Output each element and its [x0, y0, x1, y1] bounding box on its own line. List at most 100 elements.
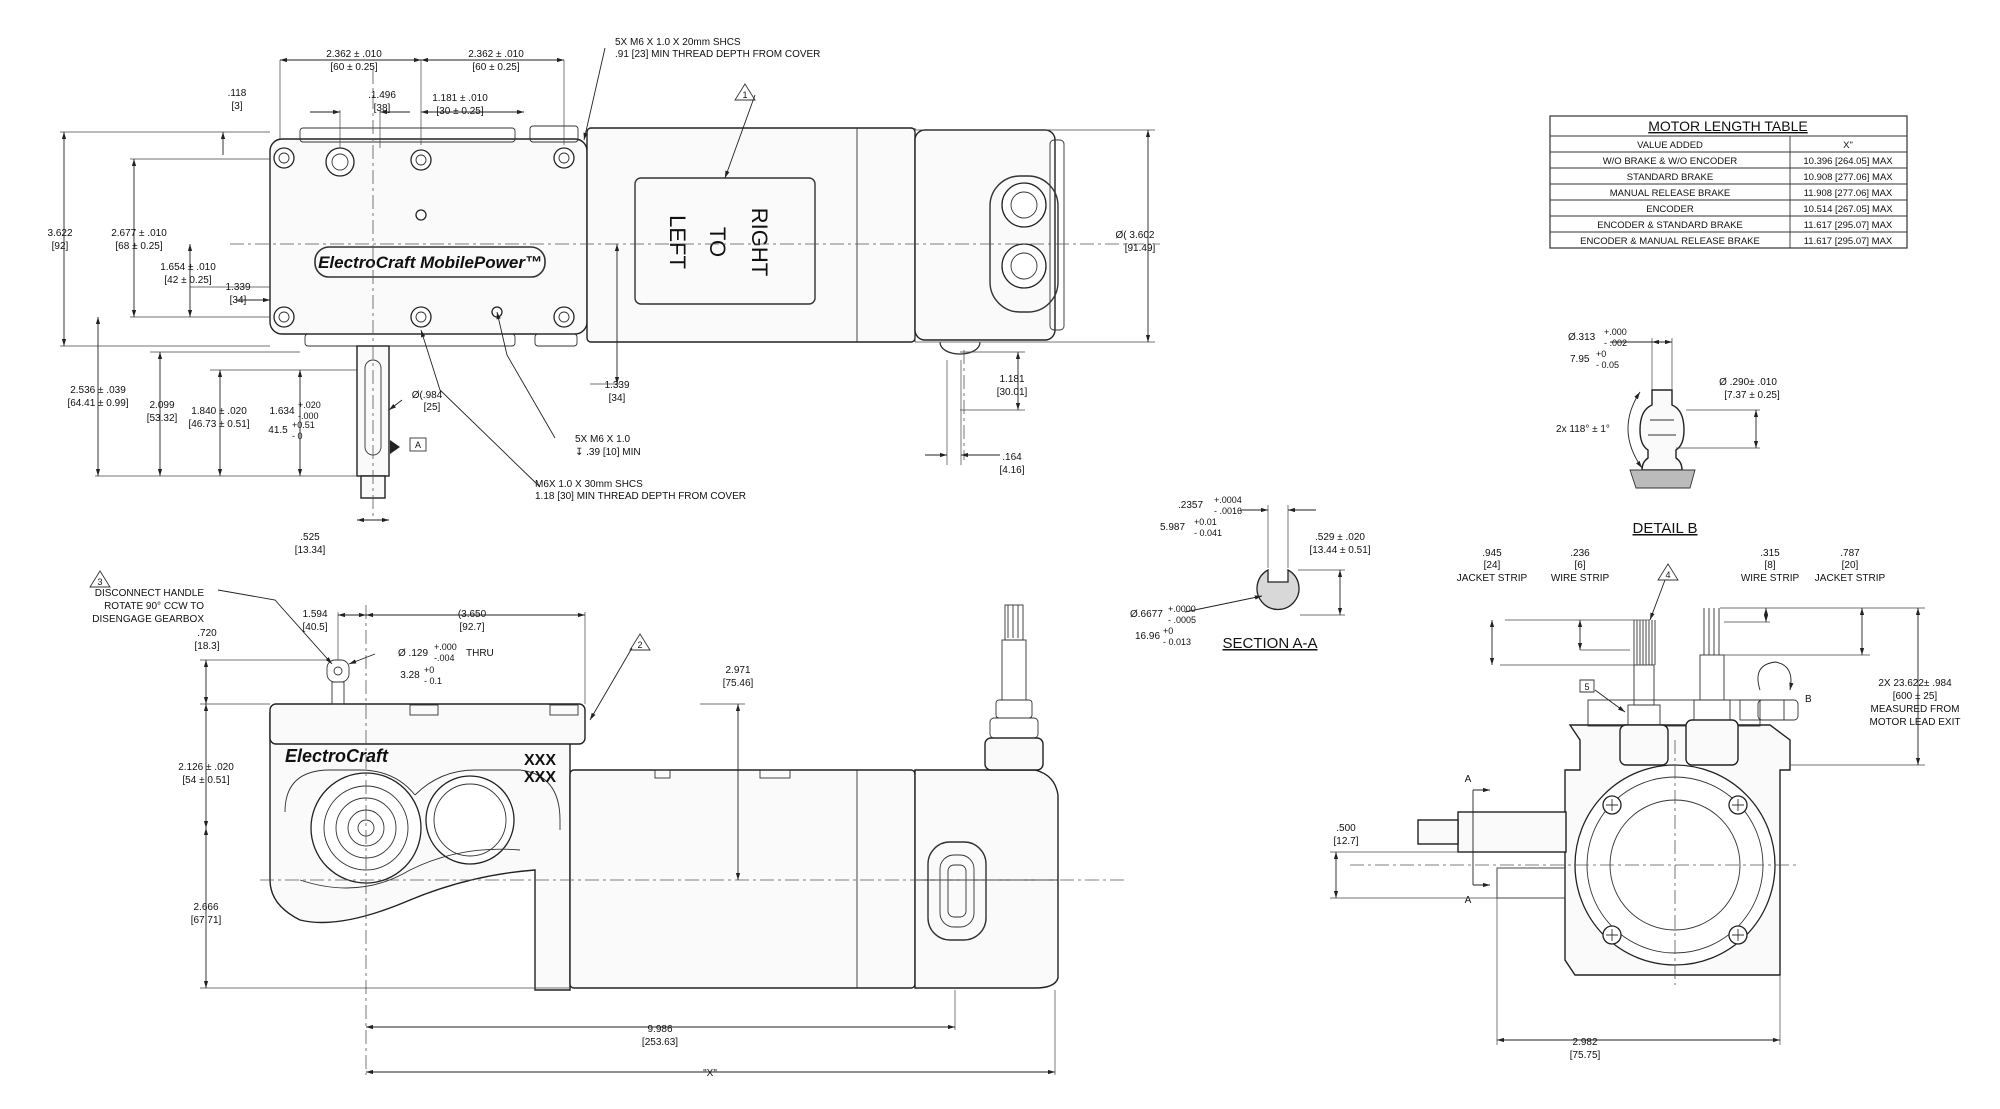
dimension-label: [38] [374, 103, 391, 114]
dimension-label: LEFT [665, 215, 690, 269]
table-cell: MANUAL RELEASE BRAKE [1610, 188, 1731, 199]
dimension-label: [12.7] [1333, 836, 1358, 847]
dimension-label: - 0.013 [1163, 637, 1191, 647]
dimension-label: A [1465, 774, 1472, 785]
dimension-label: 1.181 ± .010 [432, 93, 488, 104]
dimension-label: 2.666 [193, 902, 218, 913]
dimension-label: 1.18 [30] MIN THREAD DEPTH FROM COVER [535, 491, 746, 502]
dimension-label: -.000 [298, 411, 319, 421]
dimension-label: MOTOR LEAD EXIT [1870, 717, 1961, 728]
dimension-label: .720 [197, 628, 217, 639]
dimension-label: [13.44 ± 0.51] [1309, 545, 1370, 556]
dimension-label: 2.099 [149, 400, 174, 411]
dimension-label: 16.96 [1135, 631, 1160, 642]
dimension-label: .525 [300, 532, 320, 543]
dimension-label: [46.73 ± 0.51] [188, 419, 249, 430]
dimension-label: [34] [230, 295, 247, 306]
dimension-label: (3.650 [458, 609, 487, 620]
gearbox-housing [269, 138, 588, 335]
dimension-label: A [1465, 895, 1472, 906]
dimension-label: 2.982 [1572, 1037, 1597, 1048]
dimension-label: [7.37 ± 0.25] [1724, 390, 1780, 401]
dimension-label: [4.16] [999, 465, 1024, 476]
dimension-label: [92] [52, 241, 69, 252]
front-view: ElectroCraft XXX XXX [89, 570, 1125, 1079]
dimension-label: [30.01] [997, 387, 1028, 398]
dimension-label: 1.339 [604, 380, 629, 391]
dimension-label: .1.496 [368, 90, 396, 101]
dimension-label: 1.339 [225, 282, 250, 293]
section-aa: .2357 +.0004 - .0016 5.987 +0.01 - 0.041… [1130, 495, 1371, 652]
dimension-label: .945 [1482, 548, 1502, 559]
dimension-label: DISCONNECT HANDLE [95, 588, 205, 599]
dimension-label: -.004 [434, 653, 455, 663]
dimension-label: [42 ± 0.25] [164, 275, 211, 286]
dimension-label: A [415, 440, 421, 450]
dimension-label: WIRE STRIP [1551, 573, 1610, 584]
dimension-label: [75.75] [1570, 1050, 1601, 1061]
side-wire-bundle-left [1633, 620, 1656, 665]
dimension-label: - .0016 [1214, 506, 1242, 516]
dimension-label: [253.63] [642, 1037, 678, 1048]
section-title: SECTION A-A [1222, 635, 1317, 652]
dimension-label: - .002 [1604, 338, 1627, 348]
dimension-label: [24] [1484, 560, 1501, 571]
table-cell: ENCODER [1646, 204, 1694, 215]
dimension-label: [60 ± 0.25] [330, 62, 377, 73]
dimension-label: JACKET STRIP [1457, 573, 1528, 584]
dimension-label: Ø.6677 [1130, 609, 1163, 620]
dimension-label: +.000 [1604, 327, 1627, 337]
dimension-label: [3] [231, 101, 242, 112]
dimension-label: +0 [1163, 626, 1173, 636]
dimension-label: 2x 118° ± 1° [1556, 424, 1610, 435]
cover-bolts [273, 147, 575, 328]
dimension-label: [25] [424, 402, 441, 413]
table-cell: 10.908 [277.06] MAX [1803, 172, 1893, 183]
dimension-label: JACKET STRIP [1815, 573, 1886, 584]
dimension-label: [91.49] [1125, 243, 1156, 254]
dimension-label: - .0005 [1168, 615, 1196, 625]
dimension-label: +0.51 [292, 420, 315, 430]
shaft-section [1256, 568, 1300, 611]
dimension-label: +.000 [434, 642, 457, 652]
dimension-label: THRU [466, 648, 494, 659]
dimension-label: 5.987 [1160, 522, 1185, 533]
dimension-label: M6X 1.0 X 30mm SHCS [535, 479, 643, 490]
dimension-label: 2.126 ± .020 [178, 762, 234, 773]
dimension-label: B [1805, 694, 1812, 705]
top-view: ElectroCraft MobilePower™ LEFT TO RIGHT [47, 37, 1160, 556]
dimension-label: 2.362 ± .010 [468, 49, 524, 60]
dimension-label: 2.362 ± .010 [326, 49, 382, 60]
dimension-label: Ø( 3.602 [1116, 230, 1155, 241]
dimension-label: [40.5] [302, 622, 327, 633]
dimension-label: 3.28 [400, 670, 420, 681]
detail-title: DETAIL B [1632, 520, 1697, 537]
dimension-label: .236 [1570, 548, 1590, 559]
dimension-label: .500 [1336, 823, 1356, 834]
dimension-label: 3 [97, 577, 102, 587]
dimension-label: 9.986 [647, 1024, 672, 1035]
table-cell: 11.908 [277.06] MAX [1804, 188, 1893, 199]
dimension-label: 3.622 [47, 228, 72, 239]
dimension-label: Ø(.984 [412, 390, 443, 401]
dimension-label: [600 ± 25] [1893, 691, 1938, 702]
dimension-label: - 0.05 [1596, 360, 1619, 370]
dimension-label: [13.34] [295, 545, 326, 556]
dimension-label: - 0.1 [424, 676, 442, 686]
dimension-label: [68 ± 0.25] [115, 241, 162, 252]
side-view: B A A .945 [24] JACKET STRIP [1330, 548, 1960, 1061]
dimension-label: 5 [1584, 682, 1589, 692]
table-cell: 10.514 [267.05] MAX [1803, 204, 1893, 215]
front-logo-text: ElectroCraft [285, 746, 389, 766]
dimension-label: [64.41 ± 0.99] [67, 398, 128, 409]
table-cell: ENCODER & MANUAL RELEASE BRAKE [1580, 236, 1760, 247]
dimension-label: +0.01 [1194, 517, 1217, 527]
dimension-label: 2X 23.622± .984 [1878, 678, 1952, 689]
dimension-label: [53.32] [147, 413, 178, 424]
dimension-label: +0 [424, 665, 434, 675]
dimension-label: 1 [742, 90, 747, 100]
table-cell: STANDARD BRAKE [1627, 172, 1713, 183]
dimension-label: .315 [1760, 548, 1780, 559]
dimension-label: Ø .290± .010 [1719, 377, 1777, 388]
dimension-label: +.020 [298, 400, 321, 410]
